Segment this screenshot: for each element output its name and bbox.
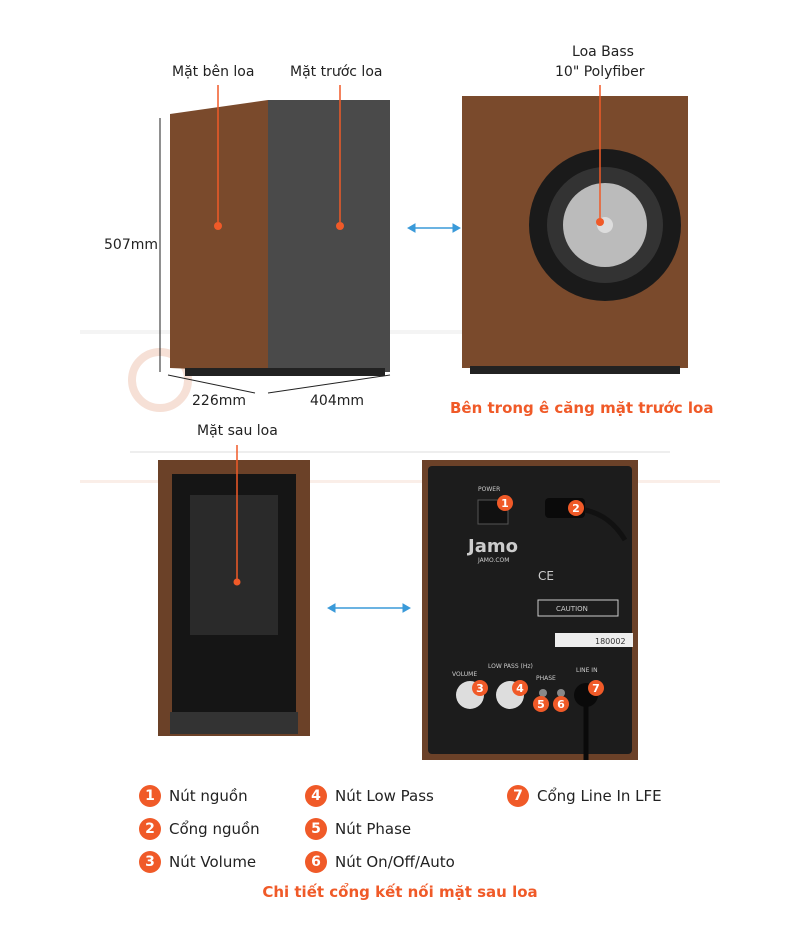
legend-item: 5 Nút Phase bbox=[305, 818, 411, 840]
legend-number: 6 bbox=[305, 851, 327, 873]
back-label: Mặt sau loa bbox=[197, 423, 278, 439]
speaker-back bbox=[158, 445, 310, 736]
height-label: 507mm bbox=[104, 237, 158, 253]
legend-text: Nút Volume bbox=[169, 853, 257, 871]
width-label: 404mm bbox=[310, 393, 364, 409]
legend-item: 6 Nút On/Off/Auto bbox=[305, 851, 455, 873]
brand-site: JAMO.COM bbox=[477, 557, 509, 564]
legend-item: 2 Cổng nguồn bbox=[139, 818, 260, 840]
legend-number: 5 bbox=[305, 818, 327, 840]
legend-number: 1 bbox=[139, 785, 161, 807]
svg-text:5: 5 bbox=[537, 698, 545, 711]
legend-item: 4 Nút Low Pass bbox=[305, 785, 434, 807]
svg-text:6: 6 bbox=[557, 698, 565, 711]
legend-text: Nút On/Off/Auto bbox=[335, 853, 455, 871]
legend-number: 2 bbox=[139, 818, 161, 840]
power-label: POWER bbox=[478, 486, 500, 493]
svg-text:2: 2 bbox=[572, 502, 580, 515]
legend-text: Cổng nguồn bbox=[169, 820, 260, 838]
svg-text:4: 4 bbox=[516, 682, 524, 695]
bass-label-line2: 10" Polyfiber bbox=[555, 64, 645, 80]
legend-item: 1 Nút nguồn bbox=[139, 785, 248, 807]
caution-label: CAUTION bbox=[556, 605, 588, 613]
ce-mark: CE bbox=[538, 569, 554, 583]
legend-number: 7 bbox=[507, 785, 529, 807]
side-marker bbox=[214, 222, 222, 230]
legend-text: Cổng Line In LFE bbox=[537, 787, 662, 805]
depth-label: 226mm bbox=[192, 393, 246, 409]
legend-item: 7 Cổng Line In LFE bbox=[507, 785, 662, 807]
legend-item: 3 Nút Volume bbox=[139, 851, 256, 873]
grille-note: Bên trong ê căng mặt trước loa bbox=[450, 399, 714, 417]
legend-text: Nút nguồn bbox=[169, 787, 248, 805]
svg-text:3: 3 bbox=[476, 682, 484, 695]
legend-number: 4 bbox=[305, 785, 327, 807]
speaker-front-side bbox=[159, 85, 391, 394]
phase-label: PHASE bbox=[536, 675, 556, 682]
volume-label: VOLUME bbox=[452, 671, 477, 678]
svg-text:1: 1 bbox=[501, 497, 509, 510]
front-marker bbox=[336, 222, 344, 230]
svg-text:7: 7 bbox=[592, 682, 600, 695]
legend-text: Nút Phase bbox=[335, 820, 412, 838]
speaker-woofer bbox=[462, 85, 688, 374]
bass-label-line1: Loa Bass bbox=[572, 44, 634, 60]
line-in-label: LINE IN bbox=[576, 667, 598, 674]
low-pass-label: LOW PASS (Hz) bbox=[488, 663, 533, 670]
double-arrow bbox=[406, 223, 462, 233]
back-panel-detail: POWER Jamo JAMO.COM CE CAUTION 180002 VO… bbox=[422, 460, 638, 760]
front-label: Mặt trước loa bbox=[290, 64, 383, 80]
brand-logo: Jamo bbox=[466, 536, 518, 557]
double-arrow bbox=[326, 603, 412, 613]
legend-number: 3 bbox=[139, 851, 161, 873]
serial-number: 180002 bbox=[595, 637, 626, 646]
side-label: Mặt bên loa bbox=[172, 64, 255, 80]
legend-text: Nút Low Pass bbox=[335, 787, 434, 805]
footer-title: Chi tiết cổng kết nối mặt sau loa bbox=[262, 883, 538, 901]
